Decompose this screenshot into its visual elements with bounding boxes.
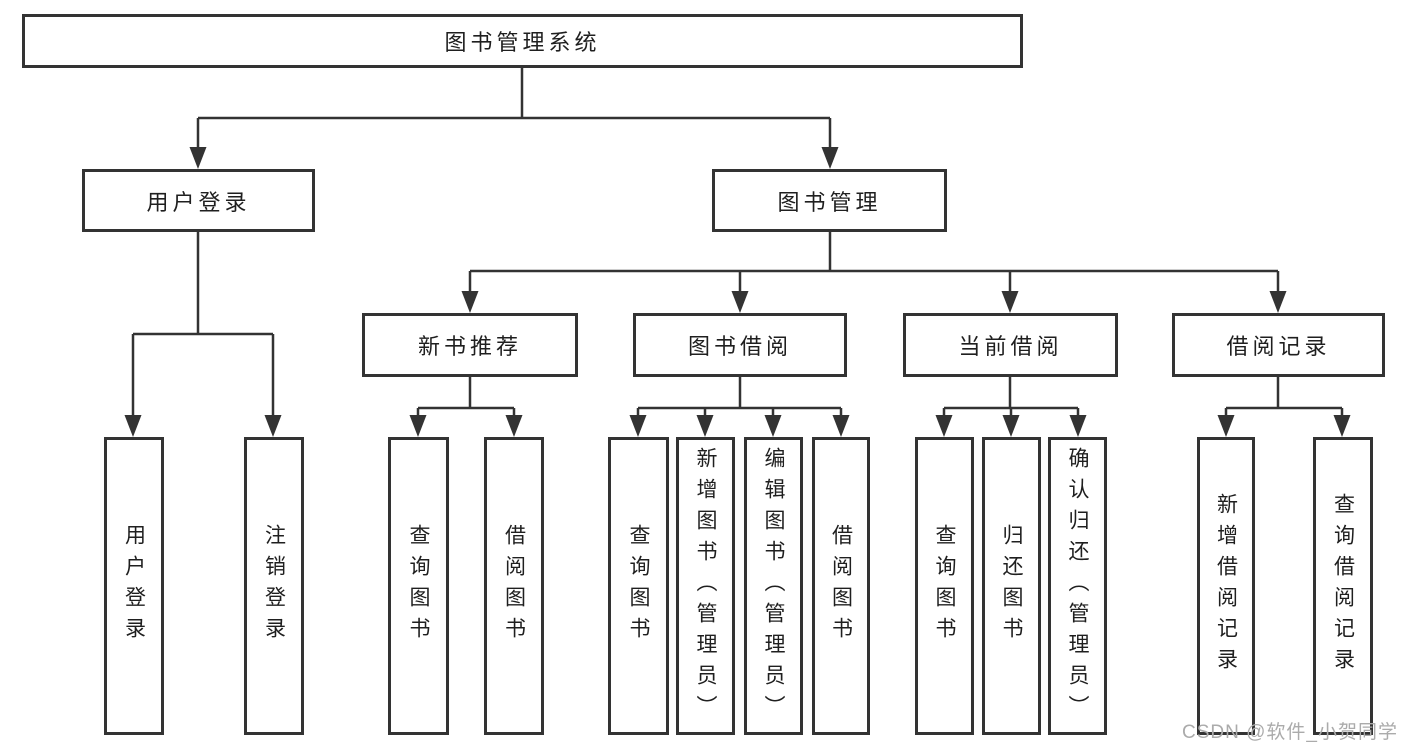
watermark: CSDN @软件_小贺同学 <box>1182 722 1398 743</box>
node-user-login: 用户登录 <box>82 169 315 232</box>
leaf-query-books-current-label: 查询图书 <box>933 524 956 648</box>
leaf-return-books-label: 归还图书 <box>1000 524 1023 648</box>
leaf-return-books: 归还图书 <box>982 437 1041 735</box>
leaf-edit-books-admin-label: 编辑图书（管理员） <box>762 446 785 726</box>
node-system-root: 图书管理系统 <box>22 14 1023 68</box>
leaf-query-books-borrowing: 查询图书 <box>608 437 669 735</box>
leaf-query-books-recommend-label: 查询图书 <box>407 524 430 648</box>
leaf-logout-login-label: 注销登录 <box>262 524 286 648</box>
leaf-query-books-current: 查询图书 <box>915 437 974 735</box>
node-new-book-recommend: 新书推荐 <box>362 313 578 377</box>
leaf-query-borrow-record: 查询借阅记录 <box>1313 437 1373 735</box>
leaf-query-books-borrowing-label: 查询图书 <box>627 524 650 648</box>
leaf-confirm-return-admin: 确认归还（管理员） <box>1048 437 1107 735</box>
node-book-management: 图书管理 <box>712 169 947 232</box>
leaf-query-borrow-record-label: 查询借阅记录 <box>1331 493 1355 679</box>
leaf-add-borrow-record: 新增借阅记录 <box>1197 437 1255 735</box>
leaf-confirm-return-admin-label: 确认归还（管理员） <box>1066 446 1089 726</box>
leaf-borrow-books-borrowing: 借阅图书 <box>812 437 870 735</box>
leaf-logout-login: 注销登录 <box>244 437 304 735</box>
leaf-add-borrow-record-label: 新增借阅记录 <box>1214 493 1238 679</box>
node-borrowing-records: 借阅记录 <box>1172 313 1385 377</box>
leaf-add-books-admin: 新增图书（管理员） <box>676 437 735 735</box>
leaf-user-login: 用户登录 <box>104 437 164 735</box>
leaf-borrow-books-recommend: 借阅图书 <box>484 437 544 735</box>
leaf-borrow-books-borrowing-label: 借阅图书 <box>829 524 853 648</box>
leaf-borrow-books-recommend-label: 借阅图书 <box>502 524 526 648</box>
leaf-edit-books-admin: 编辑图书（管理员） <box>744 437 803 735</box>
leaf-add-books-admin-label: 新增图书（管理员） <box>694 446 717 726</box>
arrowheads <box>124 147 1351 437</box>
leaf-query-books-recommend: 查询图书 <box>388 437 449 735</box>
leaf-user-login-label: 用户登录 <box>122 524 146 648</box>
node-current-borrowing: 当前借阅 <box>903 313 1118 377</box>
node-book-borrowing: 图书借阅 <box>633 313 847 377</box>
